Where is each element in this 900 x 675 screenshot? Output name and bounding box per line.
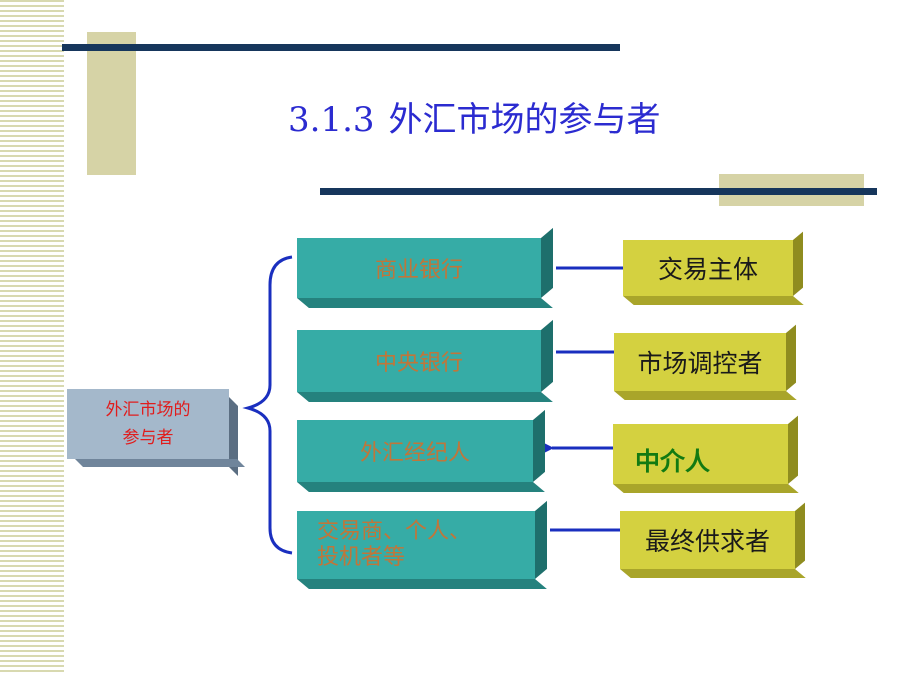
role-label-3: 中介人 [613,424,788,484]
role-box-intermediary: 中介人 [613,415,799,493]
participant-label-4-line2: 投机者等 [317,545,406,570]
participant-label-1: 商业银行 [297,238,541,298]
role-box-regulator: 市场调控者 [614,324,797,400]
role-label-2: 市场调控者 [614,333,786,391]
title-rule-top [62,44,620,51]
title-rule-bottom [320,188,877,195]
page-title: 3.1.3 外汇市场的参与者 [288,92,661,141]
role-box-final-demand: 最终供求者 [620,502,806,578]
accent-block-top [87,32,136,175]
root-box: 外汇市场的 参与者 [67,389,245,476]
brace [242,255,293,555]
section-number: 3.1.3 [288,100,375,140]
root-box-face: 外汇市场的 参与者 [67,389,229,459]
participant-label-4: 交易商、个人、 投机者等 [297,511,535,579]
role-label-1: 交易主体 [623,240,793,296]
participant-box-commercial-bank: 商业银行 [297,227,553,308]
root-label-line1: 外汇市场的 [105,400,191,420]
decorative-stripes [0,0,64,675]
participant-label-2: 中央银行 [297,330,541,392]
role-label-4: 最终供求者 [620,511,795,569]
participant-box-broker: 外汇经纪人 [297,409,545,492]
participant-box-dealers: 交易商、个人、 投机者等 [297,500,547,589]
root-label-line2: 参与者 [122,428,174,448]
participant-label-3: 外汇经纪人 [297,420,533,482]
title-text: 外汇市场的参与者 [388,100,661,140]
participant-box-central-bank: 中央银行 [297,319,553,402]
participant-label-4-line1: 交易商、个人、 [317,519,472,544]
role-label-3-text: 中介人 [635,447,711,476]
role-box-trading-subject: 交易主体 [623,231,804,305]
